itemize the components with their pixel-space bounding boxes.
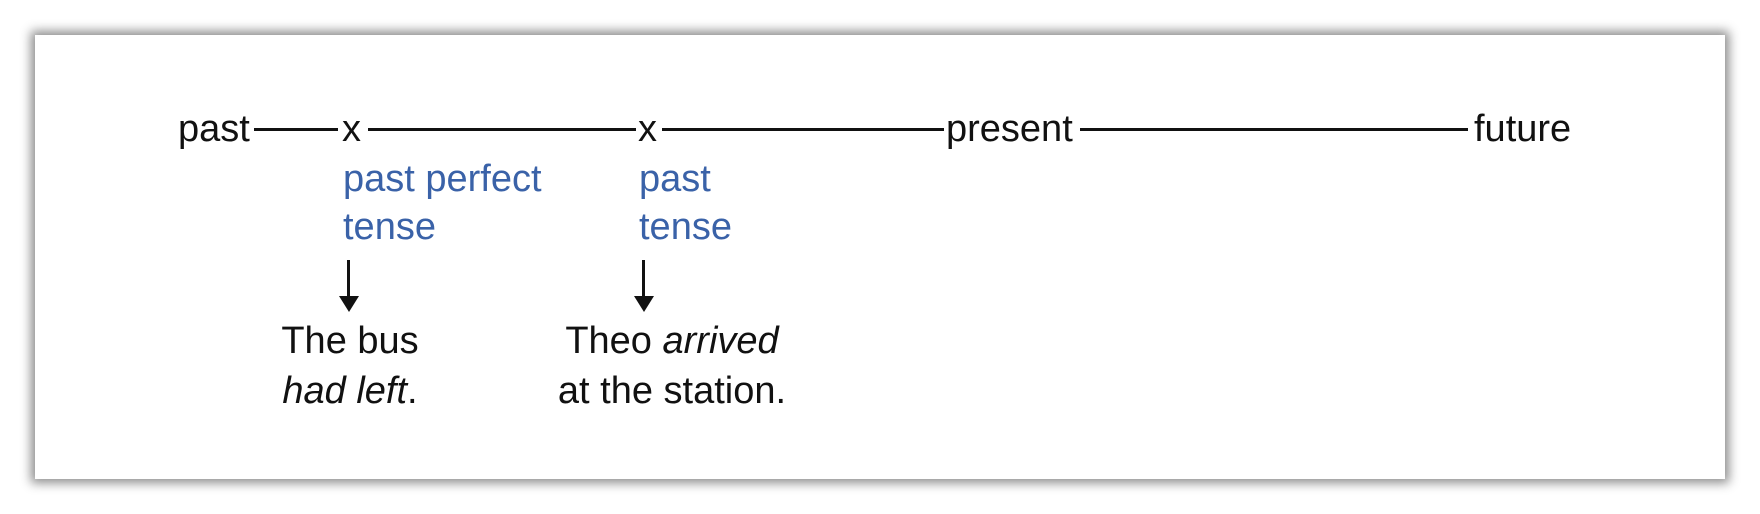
past-marker: x: [638, 108, 657, 150]
timeline-segment-4: [1080, 128, 1468, 131]
past-example-line1: Theo arrived: [530, 316, 814, 366]
past-arrow-head: [634, 296, 654, 312]
diagram-frame: [35, 35, 1725, 479]
timeline-segment-3: [662, 128, 944, 131]
past-perfect-example: The bus had left.: [250, 316, 450, 416]
past-perfect-arrow-head: [339, 296, 359, 312]
past-perfect-example-line1: The bus: [281, 320, 419, 362]
past-perfect-tense-label-line1: past perfect: [343, 158, 542, 200]
past-perfect-tense-label-line2: tense: [343, 206, 436, 248]
past-perfect-period: .: [407, 370, 418, 412]
past-arrow-shaft: [642, 260, 645, 296]
timeline-segment-1: [254, 128, 338, 131]
timeline-future-label: future: [1474, 108, 1572, 150]
past-perfect-example-line2: had left.: [250, 366, 450, 416]
past-verb: arrived: [662, 320, 779, 362]
past-tense-label-line2: tense: [639, 206, 732, 248]
past-example: Theo arrived at the station.: [530, 316, 814, 416]
timeline-present-label: present: [946, 108, 1073, 150]
past-example-subject: Theo: [565, 320, 663, 362]
past-example-line2: at the station.: [557, 370, 787, 412]
past-perfect-marker: x: [342, 108, 361, 150]
past-perfect-verb: had left: [282, 370, 408, 412]
timeline-past-label: past: [178, 108, 250, 150]
past-perfect-arrow-shaft: [347, 260, 350, 296]
past-tense-label-line1: past: [639, 158, 711, 200]
timeline-segment-2: [368, 128, 636, 131]
